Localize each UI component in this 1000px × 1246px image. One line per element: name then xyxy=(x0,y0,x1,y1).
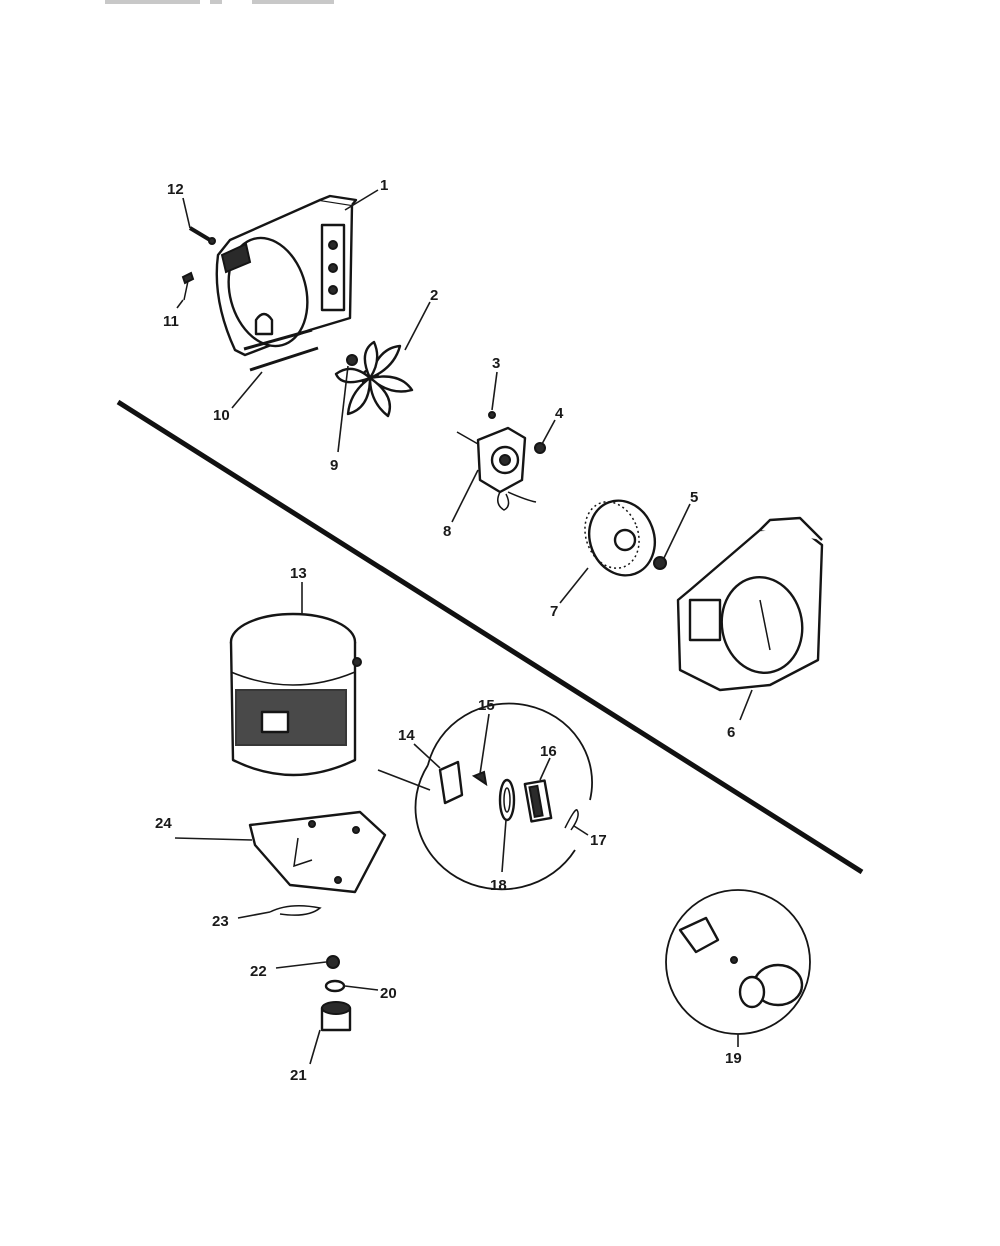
callout-24: 24 xyxy=(155,815,172,832)
callout-23: 23 xyxy=(212,913,229,930)
part-23-clip xyxy=(269,905,322,916)
detail-circle-14-18 xyxy=(377,702,593,891)
part-17-clip xyxy=(564,809,579,831)
top-edge-mark xyxy=(105,0,200,4)
top-edge-mark xyxy=(252,0,334,4)
top-edge-mark xyxy=(210,0,222,4)
part-16-relay xyxy=(523,779,553,823)
part-4-nut xyxy=(534,442,546,454)
part-22-grommet xyxy=(326,955,340,969)
callout-15: 15 xyxy=(478,697,495,714)
callout-17: 17 xyxy=(590,832,607,849)
callout-14: 14 xyxy=(398,727,415,744)
callout-labels: 1 2 3 4 5 6 7 8 9 10 11 12 13 14 15 16 1… xyxy=(155,177,742,1084)
part-7-blower-wheel xyxy=(584,499,656,577)
part-18-overload xyxy=(498,778,516,822)
part-5-nut xyxy=(653,556,667,570)
callout-2: 2 xyxy=(430,287,438,304)
callout-1: 1 xyxy=(380,177,388,194)
part-15-clip xyxy=(471,770,488,787)
callout-9: 9 xyxy=(330,457,338,474)
callout-3: 3 xyxy=(492,355,500,372)
callout-7: 7 xyxy=(550,603,558,620)
part-21-nut xyxy=(320,1001,352,1032)
callout-11: 11 xyxy=(163,313,179,330)
callout-12: 12 xyxy=(167,181,184,198)
callout-4: 4 xyxy=(555,405,564,422)
part-6-blower-housing xyxy=(676,516,824,692)
part-3-screw xyxy=(488,411,496,419)
part-11-screw xyxy=(181,271,195,301)
part-14-gasket xyxy=(438,760,464,805)
callout-6: 6 xyxy=(727,724,735,741)
part-2-fan-blade xyxy=(334,340,414,418)
callout-22: 22 xyxy=(250,963,267,980)
callout-16: 16 xyxy=(540,743,557,760)
part-12-screw xyxy=(188,226,216,245)
callout-5: 5 xyxy=(690,489,698,506)
part-1-fan-housing xyxy=(215,194,358,357)
callout-13: 13 xyxy=(290,565,307,582)
detail-circle-19 xyxy=(665,889,811,1035)
part-8-fan-motor xyxy=(456,426,537,511)
callout-19: 19 xyxy=(725,1050,742,1067)
callout-20: 20 xyxy=(380,985,397,1002)
callout-8: 8 xyxy=(443,523,451,540)
callout-18: 18 xyxy=(490,877,507,894)
callout-21: 21 xyxy=(290,1067,307,1084)
part-20-washer xyxy=(324,979,346,993)
part-9-nut xyxy=(346,354,358,366)
part-13-motor-can xyxy=(229,612,362,777)
leader-lines xyxy=(174,189,753,1065)
part-24-mounting-plate xyxy=(248,810,387,894)
part-10-strip xyxy=(249,346,319,372)
callout-10: 10 xyxy=(213,407,230,424)
divider-line xyxy=(116,399,864,875)
